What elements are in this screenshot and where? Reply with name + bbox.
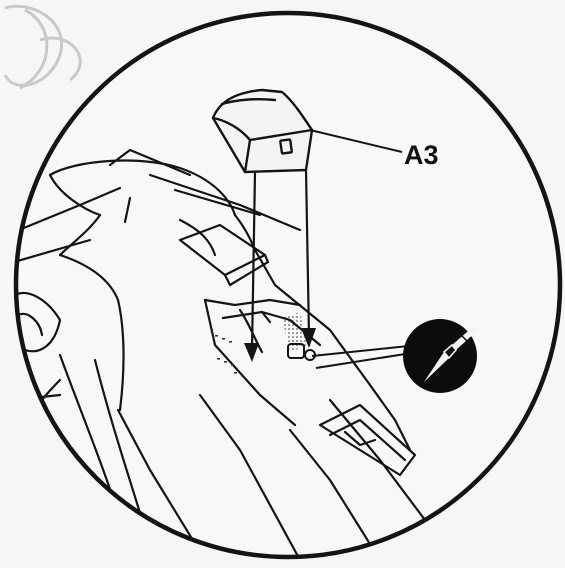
- hobby-knife-icon: [403, 319, 478, 393]
- detail-circle: [13, 10, 563, 560]
- aircraft-fuselage: [16, 148, 472, 557]
- cut-pointer-lines: [311, 344, 419, 369]
- part-a3: [211, 88, 314, 174]
- watermark-logo: [3, 4, 82, 90]
- surface-marks: [215, 335, 244, 377]
- a3-leader-line: [309, 129, 403, 153]
- glue-area: [282, 312, 316, 361]
- part-label-a3: A3: [404, 140, 439, 170]
- assembly-arrows: [244, 169, 316, 362]
